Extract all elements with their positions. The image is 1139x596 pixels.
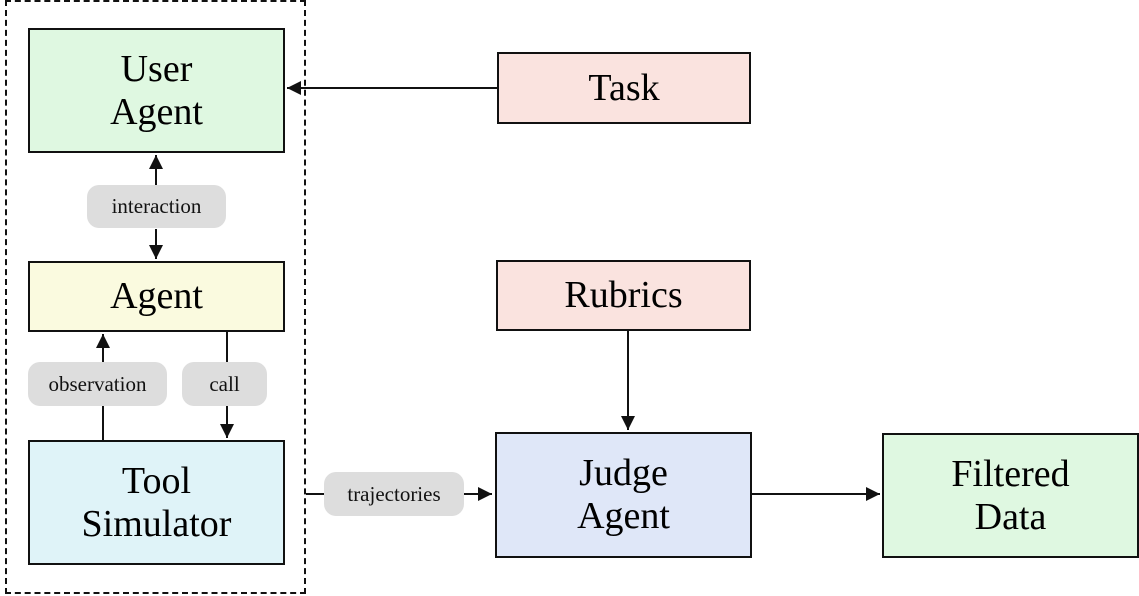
- filtered-data-node: Filtered Data: [882, 433, 1139, 558]
- interaction-label: interaction: [87, 185, 226, 228]
- judge-agent-label-line2: Agent: [577, 495, 670, 537]
- call-label: call: [182, 362, 267, 406]
- tool-simulator-label-line2: Simulator: [81, 502, 232, 545]
- judge-agent-label-line1: Judge: [579, 452, 668, 495]
- agent-simulation-group: [5, 0, 306, 594]
- user-agent-label-line1: User: [120, 47, 193, 90]
- agent-node: Agent: [28, 261, 285, 332]
- rubrics-label: Rubrics: [564, 274, 683, 317]
- task-node: Task: [497, 52, 751, 124]
- agent-label: Agent: [110, 275, 203, 318]
- user-agent-label-line2: Agent: [110, 90, 203, 133]
- rubrics-node: Rubrics: [496, 260, 751, 331]
- tool-simulator-node: Tool Simulator: [28, 440, 285, 565]
- filtered-data-label-line1: Filtered: [951, 452, 1070, 495]
- judge-agent-node: Judge Agent: [495, 432, 752, 558]
- filtered-data-label-line2: Data: [974, 495, 1047, 538]
- observation-label: observation: [28, 362, 167, 406]
- trajectories-label: trajectories: [324, 472, 464, 516]
- task-label: Task: [588, 66, 660, 109]
- user-agent-node: User Agent: [28, 28, 285, 153]
- tool-simulator-label-line1: Tool: [121, 459, 192, 502]
